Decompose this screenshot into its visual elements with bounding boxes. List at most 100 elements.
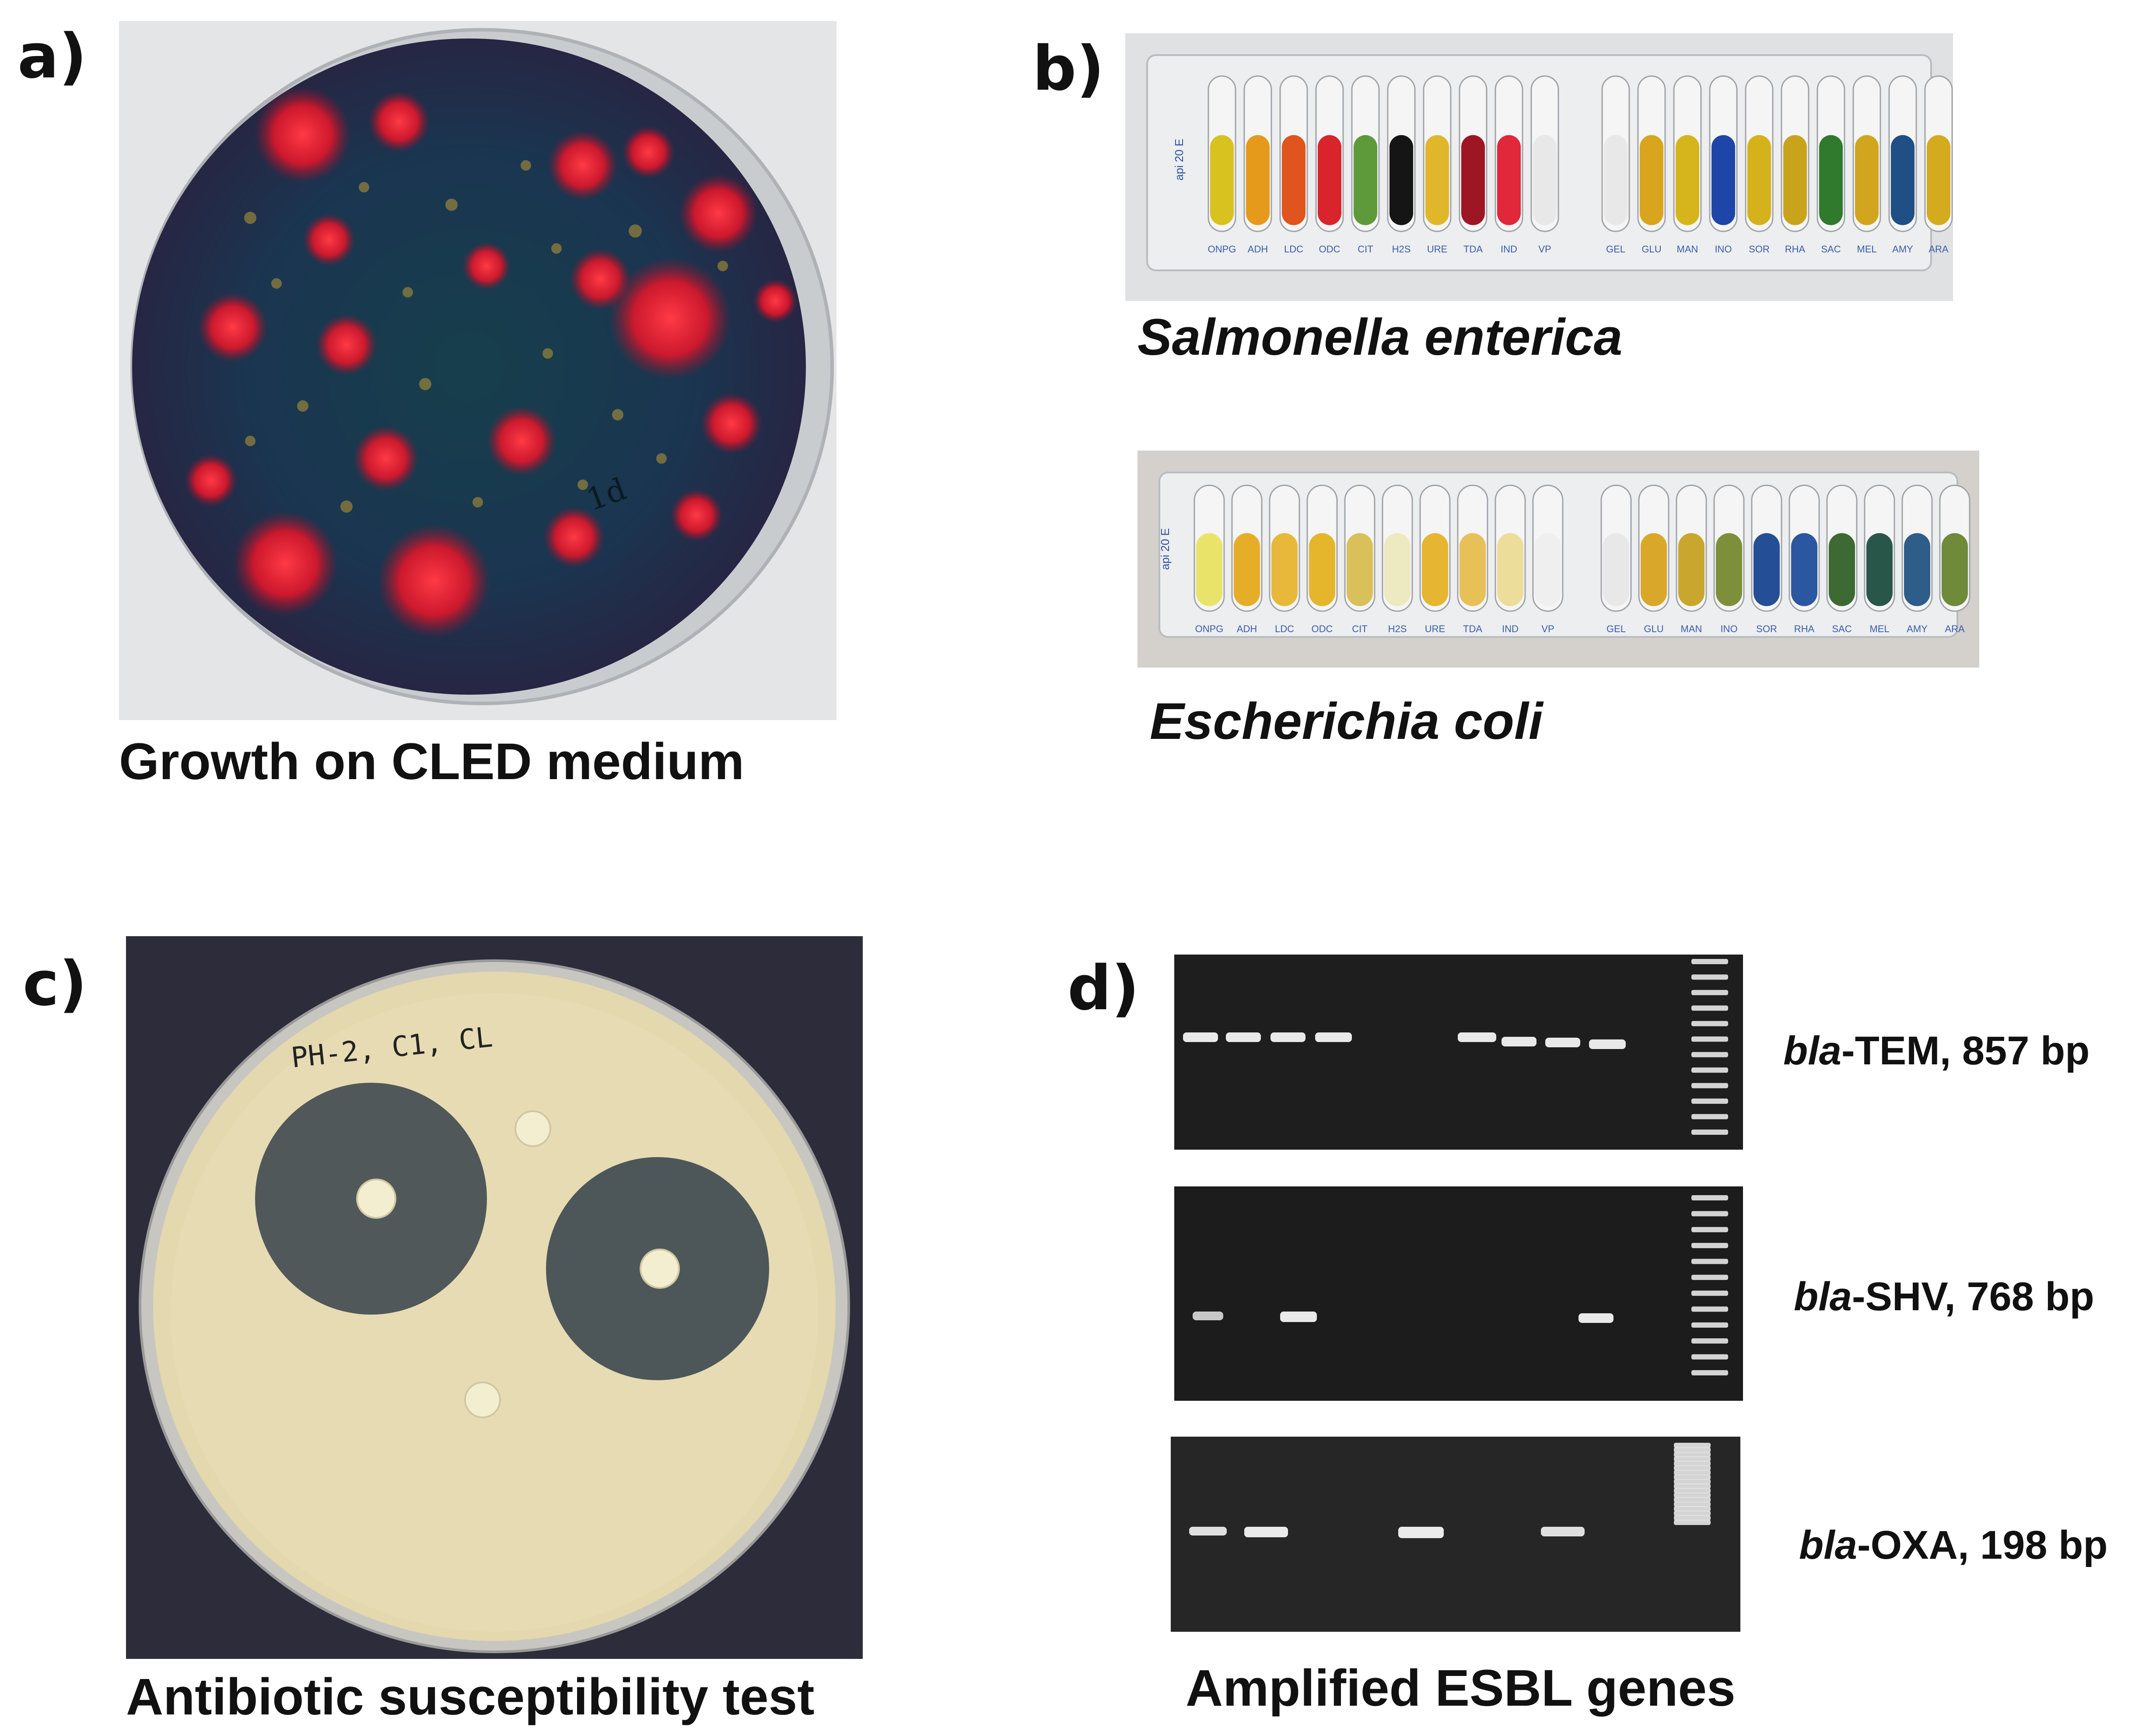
svg-text:GLU: GLU [1642, 244, 1661, 255]
svg-text:H2S: H2S [1388, 623, 1407, 634]
ladder-band [1691, 1259, 1728, 1264]
svg-text:MEL: MEL [1869, 623, 1889, 634]
gel-tem [1174, 955, 1743, 1150]
ladder-band [1691, 1243, 1728, 1249]
ladder-band [1691, 1083, 1728, 1088]
svg-text:GLU: GLU [1644, 623, 1663, 634]
dna-band [1280, 1312, 1317, 1322]
svg-text:H2S: H2S [1392, 244, 1411, 255]
gene-label-tem: bla-TEM, 857 bp [1783, 1028, 2090, 1073]
ladder-band [1674, 1461, 1711, 1466]
svg-text:LDC: LDC [1284, 244, 1303, 255]
cupule-ara: ARA [1939, 484, 1970, 634]
ladder-band [1674, 1492, 1711, 1498]
svg-text:URE: URE [1425, 623, 1445, 634]
cupule-vp: VP [1532, 484, 1564, 634]
ladder-band [1691, 990, 1728, 995]
svg-text:GEL: GEL [1606, 244, 1625, 255]
cupule-sor: SOR [1751, 484, 1782, 634]
cupule-rha: RHA [1781, 75, 1810, 255]
ladder-band [1674, 1479, 1711, 1484]
svg-text:INO: INO [1720, 623, 1737, 634]
ladder-band [1691, 1114, 1728, 1119]
cupule-ind: IND [1494, 75, 1523, 255]
cupule-ure: URE [1419, 484, 1451, 634]
cupule-ino: INO [1709, 75, 1738, 255]
svg-text:SAC: SAC [1821, 244, 1841, 255]
svg-text:TDA: TDA [1463, 623, 1482, 634]
svg-text:RHA: RHA [1785, 244, 1806, 255]
antibiotic-disc-3 [514, 1110, 551, 1147]
cupule-glu: GLU [1637, 75, 1666, 255]
gene-label-oxa: bla-OXA, 198 bp [1799, 1523, 2108, 1567]
cupule-rha: RHA [1788, 484, 1820, 634]
svg-text:ONPG: ONPG [1208, 244, 1236, 255]
panel-c-label: c) [23, 948, 87, 1020]
dna-band [1541, 1527, 1585, 1536]
cupule-adh: ADH [1231, 484, 1263, 634]
svg-text:MAN: MAN [1681, 623, 1702, 634]
cupule-sor: SOR [1745, 75, 1774, 255]
ladder-band [1674, 1465, 1711, 1471]
dna-band [1458, 1032, 1496, 1042]
ladder-band [1674, 1511, 1711, 1516]
panel-b-label: b) [1032, 33, 1105, 105]
ladder-band [1691, 1036, 1728, 1042]
ladder-band [1691, 1291, 1728, 1296]
ladder-band [1691, 1067, 1728, 1073]
gel-shv [1174, 1186, 1743, 1401]
dna-band [1589, 1039, 1626, 1049]
svg-text:RHA: RHA [1794, 623, 1815, 634]
ladder-band [1674, 1470, 1711, 1476]
strip-brand-label: api 20 E [1172, 139, 1186, 180]
caption-ast: Antibiotic susceptibility test [126, 1668, 815, 1726]
svg-text:ODC: ODC [1312, 623, 1333, 634]
dna-band [1398, 1527, 1444, 1538]
svg-text:ONPG: ONPG [1195, 623, 1224, 634]
svg-text:MAN: MAN [1677, 244, 1698, 255]
gel-oxa [1171, 1437, 1740, 1632]
ladder-band [1674, 1506, 1711, 1511]
cupule-odc: ODC [1306, 484, 1338, 634]
cupule-h2s: H2S [1387, 75, 1416, 255]
red-colonies [185, 87, 797, 638]
dna-band [1193, 1312, 1223, 1320]
ladder-band [1674, 1488, 1711, 1494]
species-salmonella: Salmonella enterica [1138, 308, 1623, 366]
panel-d-label: d) [1068, 953, 1140, 1024]
svg-text:SAC: SAC [1832, 623, 1852, 634]
svg-text:LDC: LDC [1275, 623, 1294, 634]
svg-text:ARA: ARA [1945, 623, 1965, 634]
dna-band [1315, 1032, 1352, 1042]
cupule-cit: CIT [1351, 75, 1380, 255]
ladder-band [1674, 1452, 1711, 1457]
cupule-amy: AMY [1888, 75, 1917, 255]
caption-esbl: Amplified ESBL genes [1186, 1659, 1736, 1717]
cupule-sac: SAC [1826, 484, 1858, 634]
ladder-band [1691, 1052, 1728, 1057]
svg-text:ADH: ADH [1237, 623, 1257, 634]
svg-text:SOR: SOR [1749, 244, 1770, 255]
ladder-band [1691, 1021, 1728, 1026]
caption-cled: Growth on CLED medium [119, 733, 745, 791]
ladder-band [1691, 1370, 1728, 1375]
dna-band [1189, 1527, 1227, 1536]
svg-text:CIT: CIT [1358, 244, 1373, 255]
svg-text:ARA: ARA [1928, 244, 1949, 255]
cupule-mel: MEL [1852, 75, 1881, 255]
cupule-mel: MEL [1864, 484, 1895, 634]
cupule-man: MAN [1676, 484, 1707, 634]
ladder-band [1691, 1130, 1728, 1135]
ladder-band [1674, 1497, 1711, 1503]
cupule-onpg: ONPG [1194, 484, 1225, 634]
svg-text:MEL: MEL [1857, 244, 1876, 255]
strip-brand-label: api 20 E [1158, 528, 1172, 570]
ladder-band [1691, 1098, 1728, 1104]
svg-text:IND: IND [1501, 244, 1517, 255]
cupule-sac: SAC [1816, 75, 1845, 255]
ladder-band [1674, 1456, 1711, 1462]
svg-text:VP: VP [1541, 623, 1554, 634]
ladder-band [1674, 1483, 1711, 1489]
svg-text:AMY: AMY [1892, 244, 1913, 255]
